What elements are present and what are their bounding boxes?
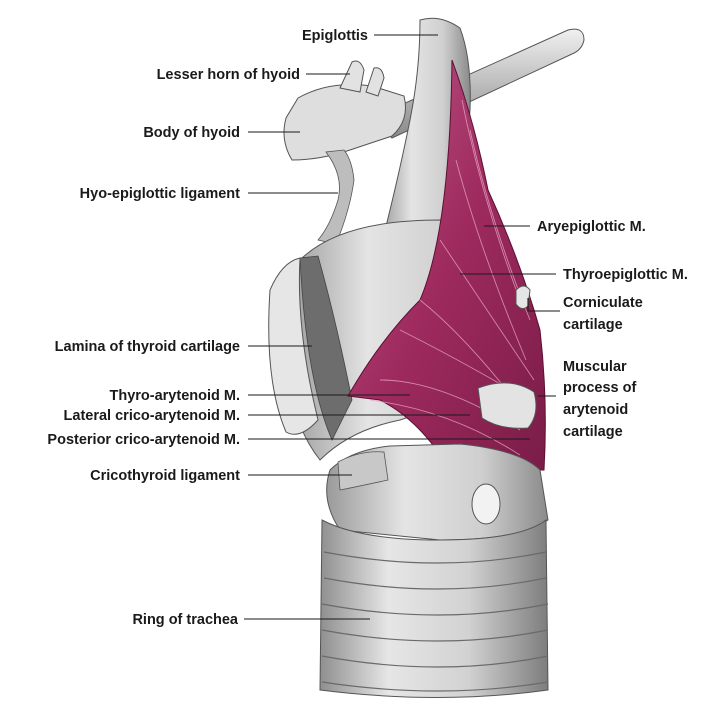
label-muscular-line3: arytenoid	[563, 402, 628, 418]
label-cricothyroid-ligament: Cricothyroid ligament	[90, 468, 240, 484]
label-corniculate-line1: Corniculate	[563, 295, 643, 311]
body-of-hyoid-shape	[284, 85, 406, 161]
label-muscular-line4: cartilage	[563, 424, 623, 440]
label-corniculate-line2: cartilage	[563, 317, 623, 333]
label-ring-of-trachea: Ring of trachea	[132, 612, 238, 628]
label-hyo-epiglottic-ligament: Hyo-epiglottic ligament	[80, 186, 240, 202]
label-aryepiglottic: Aryepiglottic M.	[537, 219, 646, 235]
cricoid-facet	[472, 484, 500, 524]
hyo-epiglottic-ligament-shape	[318, 150, 354, 244]
label-body-of-hyoid: Body of hyoid	[143, 125, 240, 141]
label-muscular-line2: process of	[563, 380, 636, 396]
label-lesser-horn-of-hyoid: Lesser horn of hyoid	[157, 67, 300, 83]
label-epiglottis: Epiglottis	[302, 28, 368, 44]
label-muscular-line1: Muscular	[563, 359, 627, 375]
label-lamina-of-thyroid-cartilage: Lamina of thyroid cartilage	[55, 339, 240, 355]
hyoid-greater-horn	[372, 29, 584, 138]
label-posterior-crico-arytenoid: Posterior crico-arytenoid M.	[47, 432, 240, 448]
label-thyroepiglottic: Thyroepiglottic M.	[563, 267, 688, 283]
label-thyro-arytenoid: Thyro-arytenoid M.	[109, 388, 240, 404]
anatomy-drawing	[269, 18, 584, 697]
label-lateral-crico-arytenoid: Lateral crico-arytenoid M.	[64, 408, 240, 424]
